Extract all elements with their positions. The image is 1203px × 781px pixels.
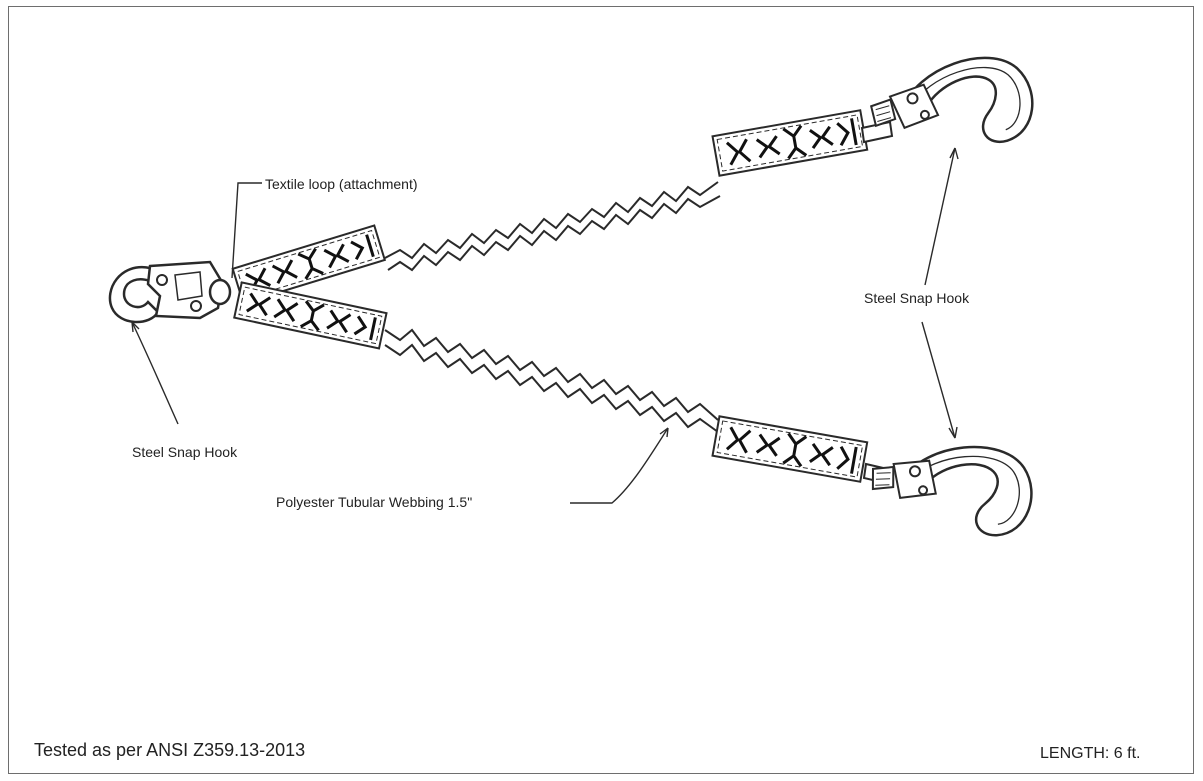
standard-note: Tested as per ANSI Z359.13-2013 — [34, 740, 306, 760]
lower-webbing — [384, 328, 719, 421]
left-snap-hook-icon — [108, 260, 232, 324]
textile-loop-label: Textile loop (attachment) — [265, 176, 418, 192]
left-hook-label: Steel Snap Hook — [132, 444, 238, 460]
left-lower-absorber — [232, 280, 389, 350]
right-upper-snap-hook-icon — [865, 50, 1039, 161]
right-hook-label: Steel Snap Hook — [864, 290, 970, 306]
upper-webbing — [384, 181, 719, 260]
right-lower-snap-hook-icon — [866, 435, 1038, 540]
length-note: LENGTH: 6 ft. — [1040, 745, 1141, 762]
right-upper-absorber — [711, 108, 869, 178]
right-lower-absorber — [711, 414, 869, 484]
webbing-label: Polyester Tubular Webbing 1.5" — [276, 494, 473, 510]
